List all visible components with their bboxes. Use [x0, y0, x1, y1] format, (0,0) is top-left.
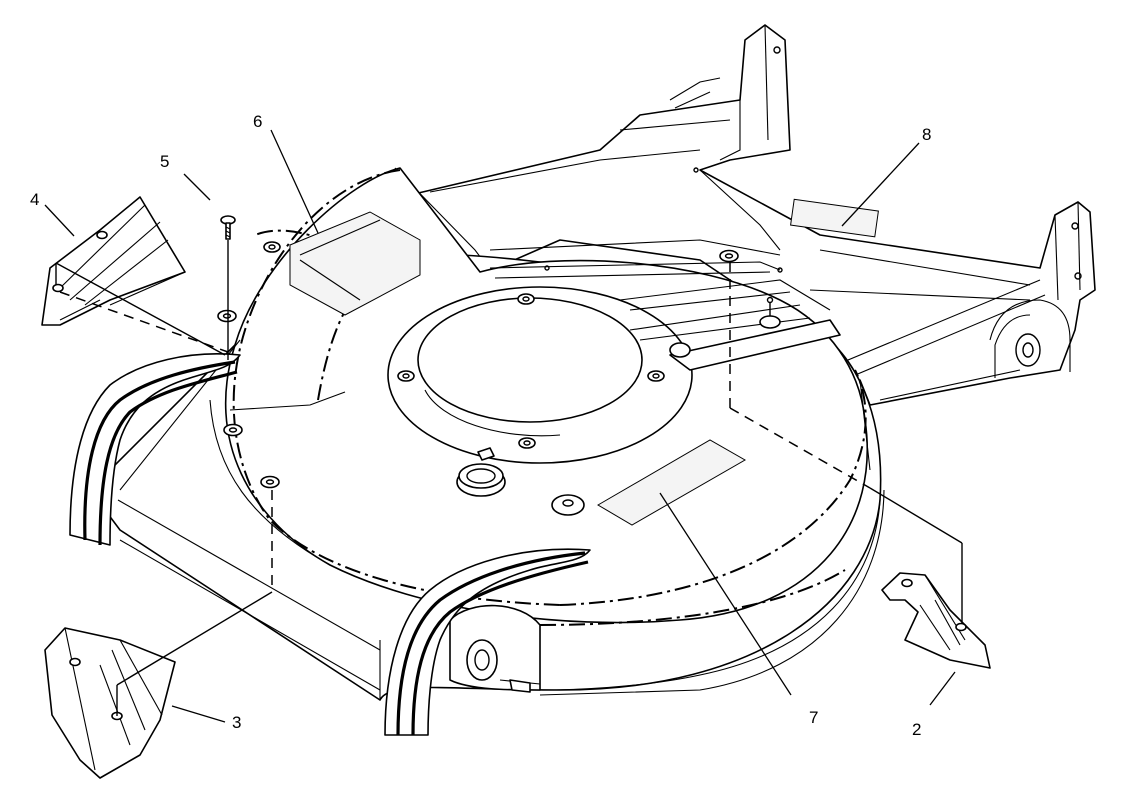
callout-4: 4 — [30, 190, 39, 209]
deck-side-rails — [69, 353, 591, 736]
ring-bosses — [397, 293, 665, 449]
mounting-nuts — [217, 241, 739, 489]
leader-lines — [44, 129, 956, 723]
part-5-screw — [220, 215, 236, 240]
part-2-baffle — [881, 572, 991, 669]
callout-labels: 4 5 6 8 7 2 3 — [30, 112, 931, 739]
assembly-lines — [55, 240, 963, 716]
height-adjust-knob — [456, 463, 506, 497]
callout-3: 3 — [232, 713, 241, 732]
callout-5: 5 — [160, 152, 169, 171]
callout-8: 8 — [922, 125, 931, 144]
part-3-baffle — [44, 627, 176, 779]
callout-6: 6 — [253, 112, 262, 131]
mower-deck — [89, 167, 885, 701]
callout-7: 7 — [809, 708, 818, 727]
callout-2: 2 — [912, 720, 921, 739]
part-4-baffle — [41, 196, 186, 326]
